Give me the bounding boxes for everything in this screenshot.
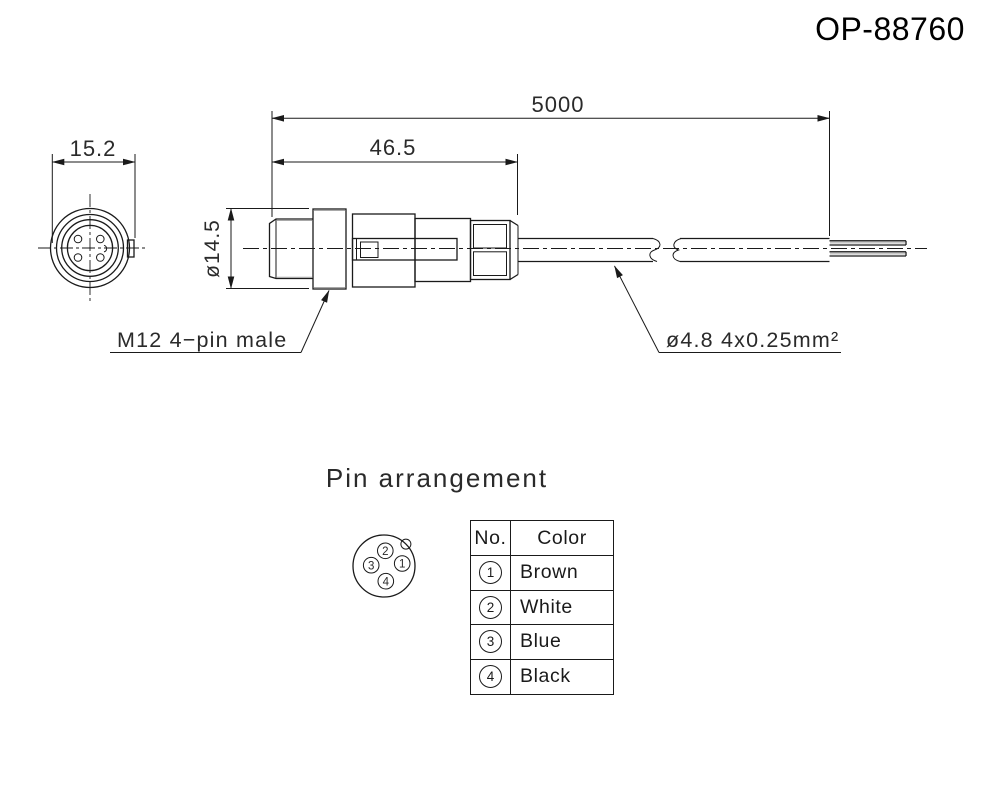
- housing-body: [351, 213, 416, 288]
- table-header-color: Color: [511, 521, 613, 556]
- dimension-connector-length: 46.5: [271, 135, 518, 215]
- dim-cable-length-text: 5000: [532, 92, 585, 117]
- pin-circle-2: [377, 542, 394, 560]
- cable-break-right: [672, 238, 682, 262]
- dimension-front-width: 15.2: [51, 136, 136, 243]
- latch-slot: [351, 237, 458, 261]
- pin-arrangement-title: Pin arrangement: [326, 463, 548, 493]
- strain-relief-jaw-bottom: [473, 251, 507, 277]
- connector-ring-circle: [55, 213, 125, 283]
- connector-insert-circle: [66, 224, 114, 272]
- cable-label-text: ø4.8 4x0.25mm²: [666, 328, 839, 352]
- table-row-pin-cell: 2: [471, 590, 511, 625]
- pin-circle-3: [362, 556, 380, 574]
- cable-break-left: [649, 238, 661, 262]
- tip-chamfer-bottom: [509, 273, 519, 281]
- pin-hole-1: [73, 234, 83, 244]
- pin-diagram-notch: [400, 538, 412, 550]
- pin-hole-4: [96, 253, 105, 262]
- circled-pin-number: 3: [479, 630, 502, 654]
- table-row-color-cell: White: [511, 591, 613, 625]
- leader-arrow: [300, 290, 330, 353]
- dim-front-width-text: 15.2: [70, 136, 117, 161]
- strain-relief: [469, 219, 511, 281]
- pin-number-2: 2: [382, 546, 388, 558]
- table-row-color-cell: Black: [520, 665, 571, 688]
- circled-pin-number: 1: [479, 561, 502, 585]
- table-row-color-cell: Brown: [511, 556, 613, 591]
- circled-pin-number: 2: [479, 595, 502, 619]
- pin-diagram-body: [352, 534, 416, 598]
- connector-label-text: M12 4−pin male: [117, 328, 287, 352]
- pin-circle-4: [377, 572, 395, 590]
- table-row-pin-cell: 4: [471, 659, 511, 694]
- keyway-notch: [103, 244, 108, 253]
- pin-number-4: 4: [383, 576, 390, 588]
- pin-number-3: 3: [368, 560, 374, 572]
- side-view: [243, 208, 927, 290]
- side-tab: [126, 239, 135, 258]
- thread-barrel: [268, 218, 313, 280]
- leader-arrow: [614, 265, 660, 353]
- circled-pin-number: 4: [479, 665, 502, 689]
- strain-relief-jaw-top: [473, 224, 507, 249]
- page-title: OP-88760: [815, 11, 965, 47]
- pin-hole-3: [73, 253, 83, 262]
- table-row-color-cell: Blue: [511, 625, 613, 660]
- dim-connector-length-text: 46.5: [370, 135, 417, 160]
- cable-label-group: ø4.8 4x0.25mm²: [614, 265, 841, 353]
- table-row-pin-cell: 1: [471, 556, 511, 591]
- pin-number-1: 1: [399, 559, 405, 571]
- coupling-ring: [312, 208, 347, 290]
- dimension-thread-diameter: ø14.5: [201, 208, 309, 289]
- wire-ends: [829, 240, 907, 257]
- tip-chamfer-top: [509, 219, 519, 227]
- pin-diagram: 2 1 3 4: [352, 534, 416, 598]
- connector-label-group: M12 4−pin male: [110, 290, 330, 353]
- pin-hole-2: [96, 234, 105, 244]
- table-row-pin-cell: 3: [471, 625, 511, 660]
- latch-tab: [360, 241, 379, 258]
- dim-thread-diameter-text: ø14.5: [201, 219, 224, 278]
- pin-circle-1: [393, 555, 411, 572]
- connector-outer-circle: [49, 207, 131, 289]
- rear-step: [414, 217, 472, 283]
- front-view: [38, 194, 148, 302]
- pin-color-table: No. Color 1 Brown 2 White 3 Blue 4 Black: [470, 520, 614, 695]
- table-header-no: No.: [471, 521, 511, 556]
- connector-thread-circle: [61, 219, 119, 277]
